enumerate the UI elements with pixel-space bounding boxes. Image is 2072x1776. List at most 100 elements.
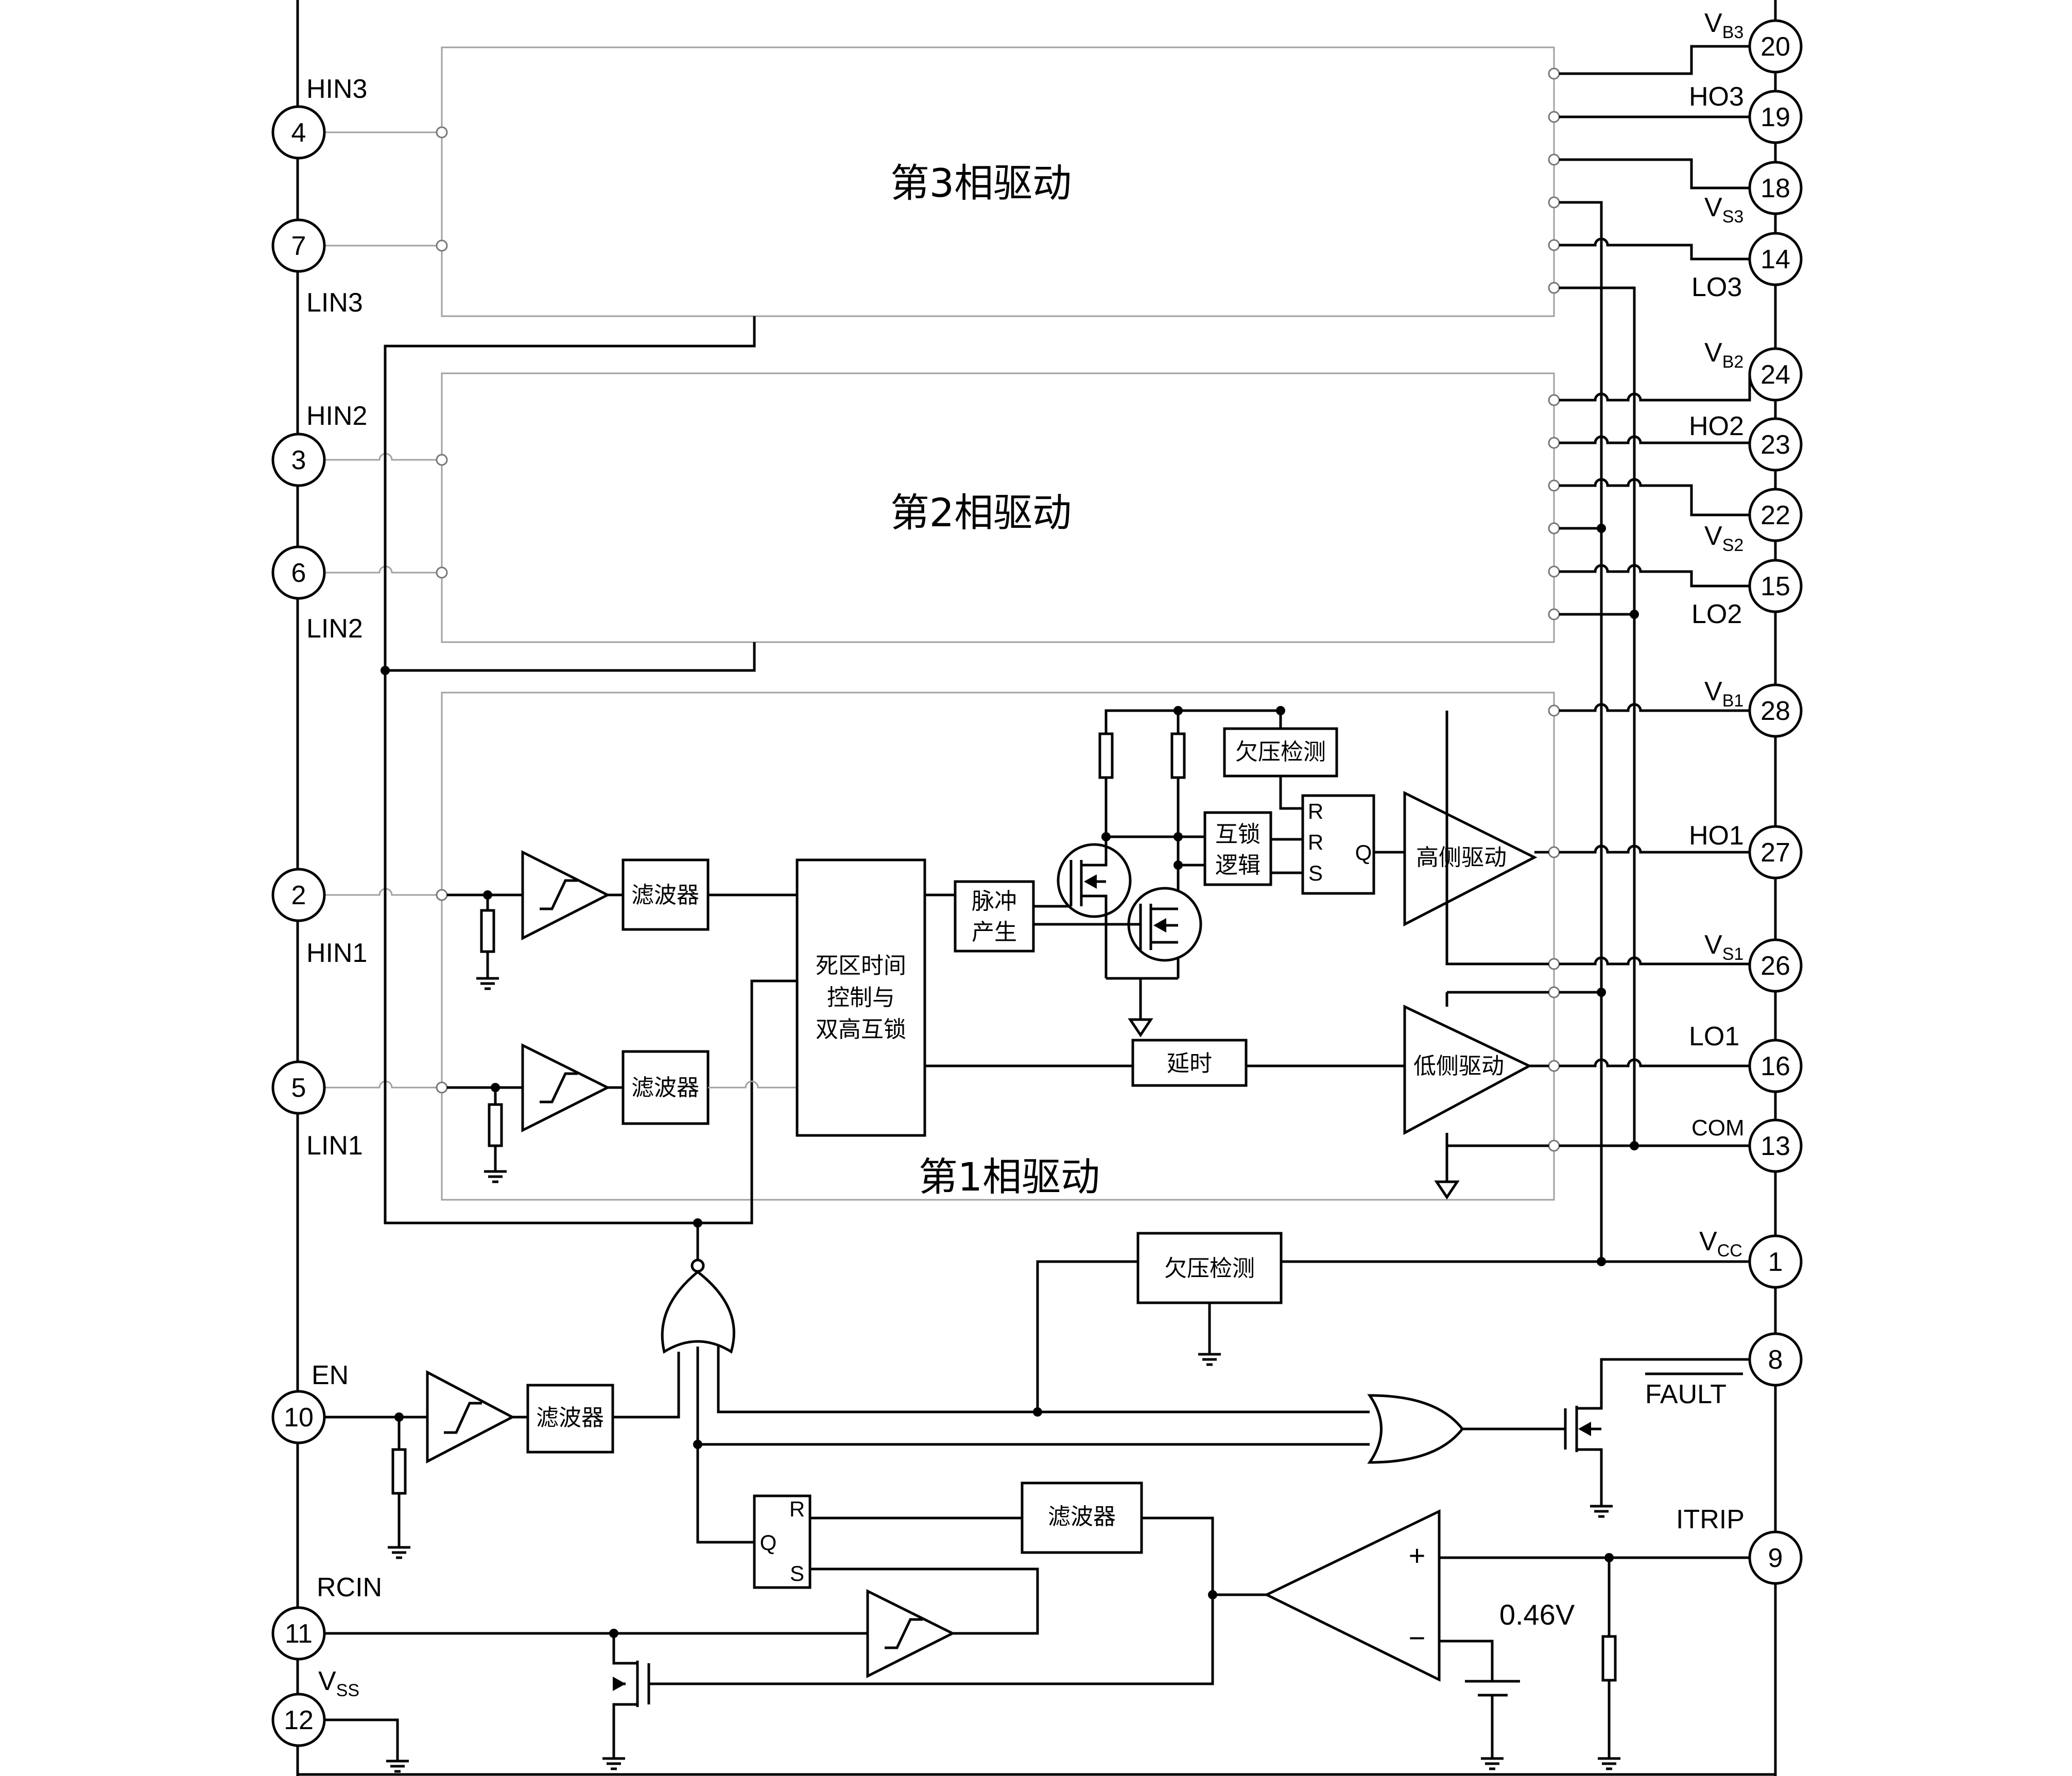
pin-15: 15 LO2 [1691, 559, 1803, 629]
pin-16-label: LO1 [1689, 1022, 1739, 1051]
phase1-block: 第1相驱动 [441, 692, 1555, 1201]
pin-28-label: VB1 [1704, 677, 1743, 711]
pin-5: 5 LIN1 [271, 1060, 363, 1161]
interlock-line1: 互锁 [1215, 821, 1261, 848]
pin-20-label: VB3 [1704, 8, 1743, 42]
pin-27-label: HO1 [1689, 821, 1744, 851]
pin-12-label: VSS [318, 1666, 359, 1700]
pin-1: 1 VCC [1699, 1227, 1803, 1289]
reference-voltage: 0.46V [1499, 1598, 1575, 1631]
filter-en-label: 滤波器 [536, 1405, 604, 1431]
phase1-internal: 滤波器 滤波器 死区时间 控制与 双高互锁 脉冲 产生 [447, 706, 1549, 1200]
latch1-r2: R [1308, 830, 1323, 854]
latch2-r: R [789, 1497, 805, 1521]
pin-15-label: LO2 [1691, 599, 1742, 629]
pin-13: 13 COM [1691, 1115, 1803, 1173]
pin-1-number: 1 [1768, 1247, 1783, 1277]
pin-18-label: VS3 [1704, 193, 1743, 227]
uvlo-high-label: 欠压检测 [1235, 739, 1326, 765]
right-pins: 20 VB3 19 HO3 18 VS3 14 LO3 24 VB2 23 HO… [1645, 8, 1803, 1585]
pin-6: 6 LIN2 [271, 545, 363, 644]
pulse-line2: 产生 [972, 919, 1017, 945]
pin-18: 18 VS3 [1704, 161, 1803, 227]
delay-label: 延时 [1167, 1050, 1212, 1077]
interlock-line2: 逻辑 [1215, 852, 1261, 878]
pin-8-number: 8 [1768, 1345, 1783, 1375]
pin-19: 19 HO3 [1689, 82, 1803, 144]
pin-15-number: 15 [1760, 572, 1790, 601]
pin-16: 16 LO1 [1689, 1022, 1803, 1093]
pin-23: 23 HO2 [1689, 411, 1803, 472]
pin-20-number: 20 [1760, 32, 1790, 62]
pin-22-label: VS2 [1704, 521, 1743, 555]
pin-10: 10 EN [271, 1360, 349, 1444]
latch2-q: Q [760, 1530, 777, 1555]
pin-9-label: ITRIP [1676, 1505, 1745, 1534]
pin-28-number: 28 [1760, 696, 1790, 726]
uvlo-vcc-label: 欠压检测 [1164, 1255, 1255, 1282]
deadtime-line3: 双高互锁 [816, 1016, 906, 1043]
phase3-title: 第3相驱动 [890, 160, 1072, 206]
latch1-s: S [1308, 861, 1323, 885]
pin-6-number: 6 [291, 558, 306, 588]
pin-11-label: RCIN [317, 1573, 382, 1602]
phase1-title: 第1相驱动 [919, 1154, 1100, 1200]
pin-3-number: 3 [291, 445, 306, 475]
pin-23-label: HO2 [1689, 411, 1744, 441]
pin-4: 4 HIN3 [271, 74, 367, 160]
pin-16-number: 16 [1760, 1051, 1790, 1081]
phase2-block: 第2相驱动 [441, 372, 1555, 643]
pin-28: 28 VB1 [1704, 677, 1803, 738]
pin-23-number: 23 [1760, 430, 1790, 460]
pin-6-label: LIN2 [306, 614, 363, 644]
comp-plus: + [1409, 1539, 1426, 1572]
pin-14: 14 LO3 [1691, 232, 1803, 302]
latch2-s: S [790, 1561, 804, 1585]
pin-10-number: 10 [284, 1403, 314, 1433]
enable-fault-logic: 滤波器 欠压检测 R Q S [324, 1223, 1750, 1773]
output-wires [1548, 45, 1751, 1266]
pin-13-label: COM [1691, 1115, 1745, 1141]
pin-3: 3 HIN2 [271, 401, 367, 487]
pin-3-label: HIN2 [306, 401, 367, 431]
pin-10-label: EN [312, 1360, 349, 1390]
pin-11: 11 RCIN [271, 1573, 382, 1661]
pin-24-label: VB2 [1704, 338, 1743, 372]
phase2-title: 第2相驱动 [890, 490, 1072, 536]
pulse-line1: 脉冲 [972, 888, 1017, 915]
pin-5-label: LIN1 [306, 1131, 363, 1161]
high-drive-label: 高侧驱动 [1416, 844, 1507, 871]
pin-12-number: 12 [284, 1705, 314, 1735]
filter-lin1-label: 滤波器 [631, 1075, 699, 1101]
pin-20: 20 VB3 [1704, 8, 1803, 74]
pin-24: 24 VB2 [1704, 338, 1803, 402]
filter-hin1-label: 滤波器 [631, 882, 699, 908]
pin-2-label: HIN1 [306, 938, 367, 968]
pin-2-number: 2 [291, 881, 306, 910]
pin-27-number: 27 [1760, 838, 1790, 868]
pin-2: 2 HIN1 [271, 868, 367, 968]
deadtime-line1: 死区时间 [816, 953, 906, 979]
pin-11-number: 11 [285, 1619, 313, 1649]
phase3-block: 第3相驱动 [441, 46, 1555, 317]
low-drive-label: 低侧驱动 [1413, 1053, 1504, 1079]
pin-18-number: 18 [1760, 174, 1790, 203]
pin-7-label: LIN3 [306, 288, 363, 318]
pin-7-number: 7 [291, 231, 306, 261]
pin-27: 27 HO1 [1689, 821, 1803, 880]
pin-14-label: LO3 [1691, 272, 1742, 302]
latch1-q: Q [1355, 840, 1372, 865]
pin-26-label: VS1 [1704, 930, 1743, 964]
pin-9: 9 ITRIP [1676, 1505, 1803, 1585]
pin-19-label: HO3 [1689, 82, 1744, 112]
pin-26-number: 26 [1760, 951, 1790, 981]
pin-5-number: 5 [291, 1073, 306, 1103]
pin-9-number: 9 [1768, 1543, 1783, 1573]
pin-12: 12 VSS [271, 1666, 359, 1747]
pin-24-number: 24 [1760, 360, 1790, 390]
deadtime-line2: 控制与 [827, 985, 895, 1011]
pin-14-number: 14 [1760, 245, 1790, 274]
comp-minus: − [1409, 1622, 1426, 1654]
pin-19-number: 19 [1760, 102, 1790, 132]
